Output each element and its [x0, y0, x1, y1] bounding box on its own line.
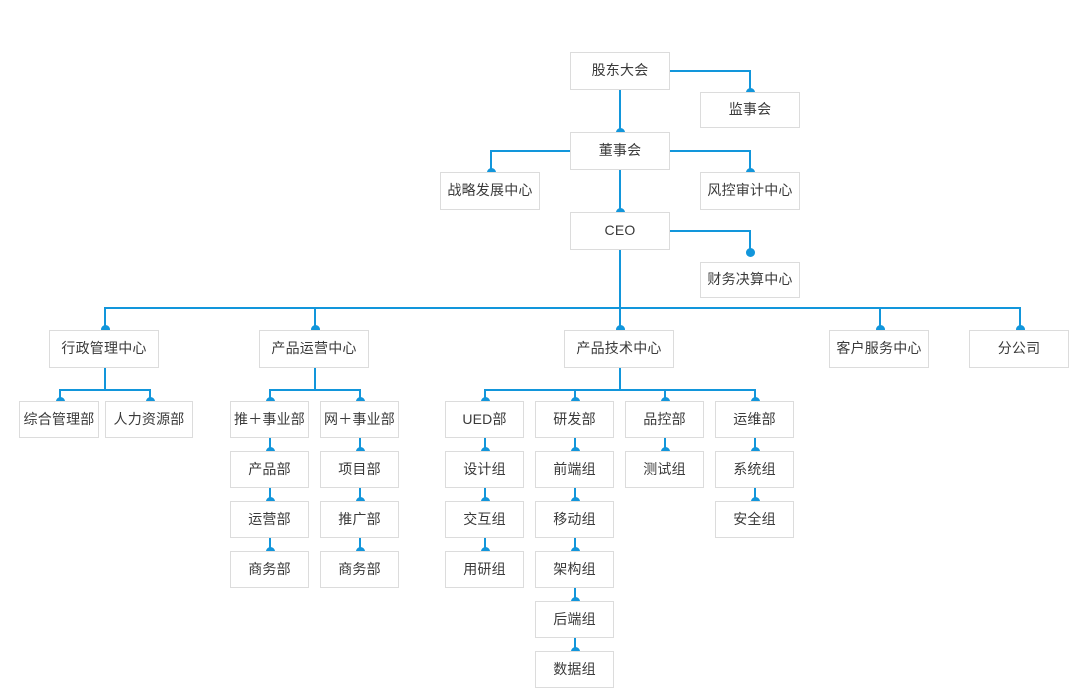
connector-board-to-strategy	[490, 150, 570, 152]
connector-dot-admin-center	[100, 324, 110, 334]
connector-shareholders-to-board	[619, 90, 621, 132]
connector-chain-frontend-mobile	[574, 488, 576, 500]
node-security-group[interactable]: 安全组	[715, 501, 794, 538]
connector-dot-branch-company	[1015, 324, 1025, 334]
connector-chain-system-security	[754, 488, 756, 500]
connector-shareholders-to-supervisory-drop	[749, 70, 751, 92]
connector-chain-wang-project	[359, 438, 361, 450]
node-ops-maintenance-dept[interactable]: 运维部	[715, 401, 794, 438]
node-business-dept-left[interactable]: 商务部	[230, 551, 309, 588]
node-finance-settlement-center[interactable]: 财务决算中心	[700, 262, 800, 298]
connector-ceo-stem	[619, 250, 621, 308]
node-branch-company[interactable]: 分公司	[969, 330, 1069, 368]
connector-dot-product-ops-center	[310, 324, 320, 334]
node-project-dept[interactable]: 项目部	[320, 451, 399, 488]
node-product-dept[interactable]: 产品部	[230, 451, 309, 488]
connector-chain-ops-system	[754, 438, 756, 450]
connector-chain-operations-business-left	[269, 538, 271, 550]
node-test-group[interactable]: 测试组	[625, 451, 704, 488]
connector-product-ops-stem	[314, 368, 316, 390]
connector-bus-drop-product-tech	[619, 307, 621, 329]
node-user-research-group[interactable]: 用研组	[445, 551, 524, 588]
connector-chain-project-promotion	[359, 488, 361, 500]
node-admin-management-center[interactable]: 行政管理中心	[49, 330, 159, 368]
node-business-dept-right[interactable]: 商务部	[320, 551, 399, 588]
node-customer-service-center[interactable]: 客户服务中心	[829, 330, 929, 368]
connector-board-to-ceo	[619, 170, 621, 212]
connector-chain-mobile-architecture	[574, 538, 576, 550]
node-frontend-group[interactable]: 前端组	[535, 451, 614, 488]
node-human-resources-dept[interactable]: 人力资源部	[105, 401, 193, 438]
connector-admin-stem	[104, 368, 106, 390]
connector-admin-drop-hr	[149, 389, 151, 401]
node-design-group[interactable]: 设计组	[445, 451, 524, 488]
node-promotion-dept[interactable]: 推广部	[320, 501, 399, 538]
connector-product-ops-bus	[269, 389, 360, 391]
connector-board-to-strategy-drop	[490, 150, 492, 172]
connector-dot-customer-service-center	[875, 324, 885, 334]
node-shareholders-meeting[interactable]: 股东大会	[570, 52, 670, 90]
connector-chain-design-interaction	[484, 488, 486, 500]
node-rd-dept[interactable]: 研发部	[535, 401, 614, 438]
connector-product-tech-bus	[484, 389, 755, 391]
connector-dot-product-tech-center	[615, 324, 625, 334]
connector-chain-tui-product	[269, 438, 271, 450]
node-wang-plus-division[interactable]: 网＋事业部	[320, 401, 399, 438]
connector-shareholders-to-supervisory	[670, 70, 750, 72]
connector-chain-rd-frontend	[574, 438, 576, 450]
connector-product-tech-drop-qc	[664, 389, 666, 401]
connector-board-to-risk-audit-drop	[749, 150, 751, 172]
connector-chain-interaction-user-research	[484, 538, 486, 550]
node-interaction-group[interactable]: 交互组	[445, 501, 524, 538]
connector-chain-ued-design	[484, 438, 486, 450]
node-ued-dept[interactable]: UED部	[445, 401, 524, 438]
connector-product-tech-stem	[619, 368, 621, 390]
node-mobile-group[interactable]: 移动组	[535, 501, 614, 538]
node-board-of-directors[interactable]: 董事会	[570, 132, 670, 170]
connector-bus-drop-product-ops	[314, 307, 316, 329]
connector-dot-finance	[745, 247, 755, 257]
connector-bus-drop-branch	[1019, 307, 1021, 329]
connector-ceo-to-finance-drop	[749, 230, 751, 252]
node-strategy-development-center[interactable]: 战略发展中心	[440, 172, 540, 210]
connector-product-tech-drop-rd	[574, 389, 576, 401]
connector-chain-product-operations	[269, 488, 271, 500]
node-general-management-dept[interactable]: 综合管理部	[19, 401, 99, 438]
node-data-group[interactable]: 数据组	[535, 651, 614, 688]
connector-product-ops-drop-tui	[269, 389, 271, 401]
node-architecture-group[interactable]: 架构组	[535, 551, 614, 588]
node-qc-dept[interactable]: 品控部	[625, 401, 704, 438]
node-tui-plus-division[interactable]: 推＋事业部	[230, 401, 309, 438]
connector-product-tech-drop-ued	[484, 389, 486, 401]
connector-product-tech-drop-ops	[754, 389, 756, 401]
node-system-group[interactable]: 系统组	[715, 451, 794, 488]
connector-product-ops-drop-wang	[359, 389, 361, 401]
connector-bus-drop-customer-service	[879, 307, 881, 329]
node-product-technology-center[interactable]: 产品技术中心	[564, 330, 674, 368]
node-operations-dept[interactable]: 运营部	[230, 501, 309, 538]
connector-board-to-risk-audit	[670, 150, 750, 152]
connector-chain-qc-test	[664, 438, 666, 450]
node-risk-audit-center[interactable]: 风控审计中心	[700, 172, 800, 210]
connector-bus-drop-admin	[104, 307, 106, 329]
connector-admin-bus	[59, 389, 150, 391]
connector-admin-drop-general	[59, 389, 61, 401]
connector-ceo-to-finance	[670, 230, 750, 232]
node-backend-group[interactable]: 后端组	[535, 601, 614, 638]
node-product-operations-center[interactable]: 产品运营中心	[259, 330, 369, 368]
node-supervisory-board[interactable]: 监事会	[700, 92, 800, 128]
node-ceo[interactable]: CEO	[570, 212, 670, 250]
connector-centers-bus	[104, 307, 1020, 309]
connector-chain-backend-data	[574, 638, 576, 650]
connector-chain-promotion-business-right	[359, 538, 361, 550]
connector-chain-architecture-backend	[574, 588, 576, 600]
